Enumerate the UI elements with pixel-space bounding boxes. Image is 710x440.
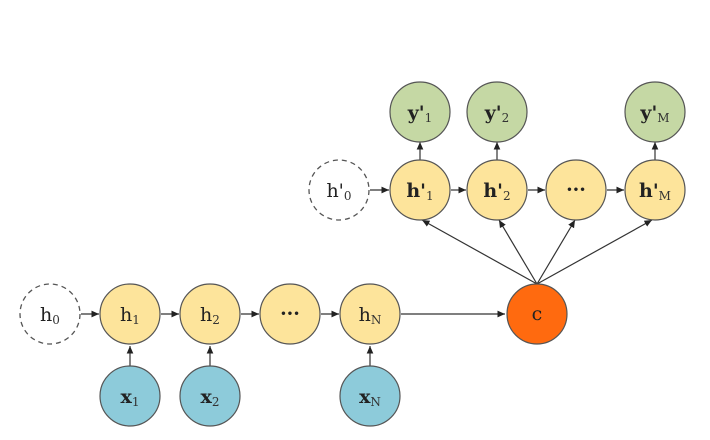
svg-text:h0: h0	[40, 304, 60, 327]
svg-text:···: ···	[280, 303, 300, 325]
svg-text:x2: x2	[201, 386, 220, 409]
svg-text:h'2: h'2	[483, 180, 510, 203]
node-x1: x1	[99, 365, 161, 427]
edge-c-h2p	[498, 219, 538, 285]
edge-c-h1p	[421, 219, 538, 285]
svg-text:h'M: h'M	[639, 180, 671, 203]
svg-text:h1: h1	[120, 304, 140, 327]
svg-text:h'1: h'1	[406, 180, 433, 203]
edge-c-dots	[536, 219, 576, 285]
node-h1-prime: h'1	[389, 159, 451, 221]
svg-text:y'M: y'M	[639, 102, 669, 125]
node-y2-prime: y'2	[466, 81, 528, 143]
svg-text:y'2: y'2	[484, 102, 510, 125]
svg-text:c: c	[532, 303, 543, 325]
svg-text:h'0: h'0	[326, 180, 351, 203]
node-hM-prime: h'M	[624, 159, 686, 221]
node-h0-prime: h'0	[308, 159, 370, 221]
svg-text:···: ···	[566, 179, 586, 201]
node-h2: h2	[179, 283, 241, 345]
svg-text:h2: h2	[200, 304, 220, 327]
node-y1-prime: y'1	[389, 81, 451, 143]
node-x2: x2	[179, 365, 241, 427]
node-h0: h0	[19, 283, 81, 345]
svg-text:xN: xN	[359, 386, 381, 409]
svg-text:x1: x1	[121, 386, 140, 409]
svg-text:y'1: y'1	[407, 102, 433, 125]
edge-c-hMp	[536, 219, 653, 285]
node-xN: xN	[339, 365, 401, 427]
nodes: h0 h1 h2 ··· hN x1 x2 xN	[19, 81, 686, 427]
node-hN: hN	[339, 283, 401, 345]
edges	[81, 142, 659, 366]
node-h1: h1	[99, 283, 161, 345]
node-encoder-dots: ···	[259, 283, 321, 345]
node-yM-prime: y'M	[624, 81, 686, 143]
node-h2-prime: h'2	[466, 159, 528, 221]
node-decoder-dots: ···	[545, 159, 607, 221]
svg-text:hN: hN	[359, 304, 382, 327]
node-context-c: c	[506, 283, 568, 345]
